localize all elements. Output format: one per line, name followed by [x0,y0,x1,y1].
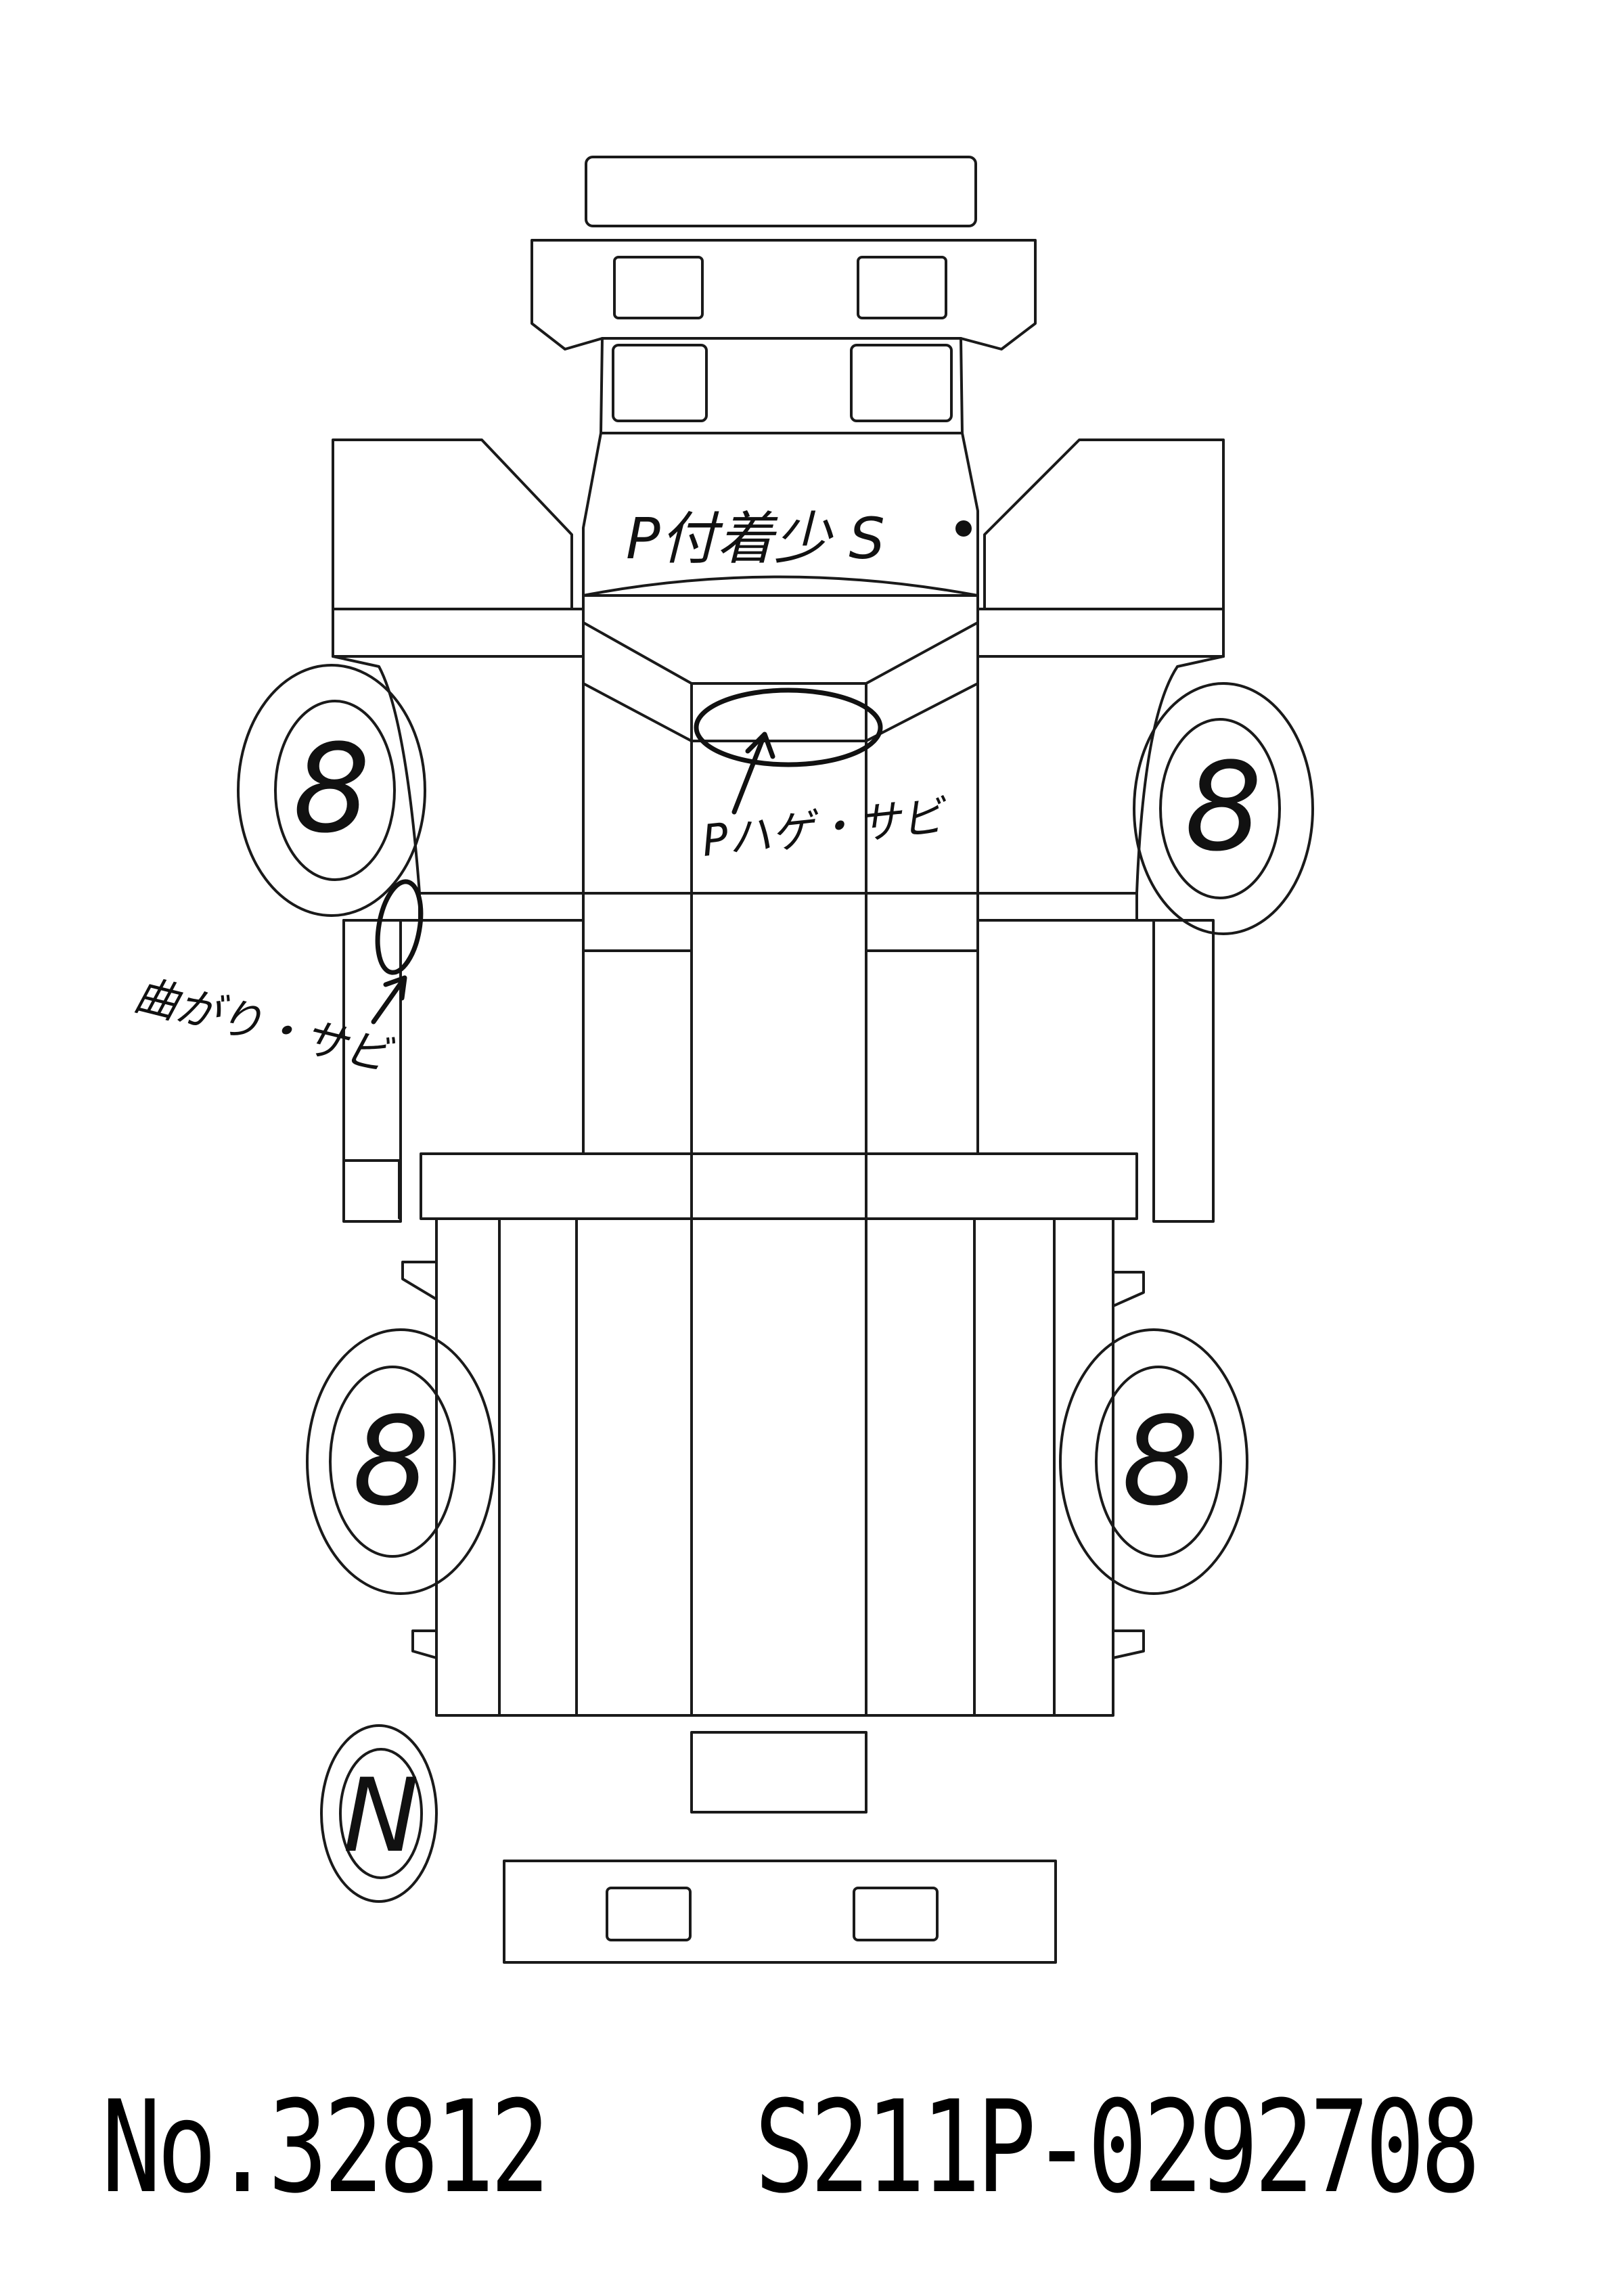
damage-arrow-left-side [371,975,407,1025]
rear-light-right [853,1887,939,1941]
tire-rear-right [1059,1328,1248,1595]
right-side-step [1152,919,1215,1223]
roof-dot [955,520,972,537]
rear-light-left [606,1887,692,1941]
tire-rear-left [306,1328,495,1595]
chassis-number: S211P-0292708 [754,2073,1481,2222]
roof-annotation: P付着少 S [626,505,885,572]
right-door-top [983,438,1225,610]
front-right-fender [1135,655,1225,1219]
rear-bumper [503,1860,1057,1964]
tire-front-right-mark: 8 [1185,737,1263,878]
windshield-panel-right [850,344,953,422]
tailgate-lamp-box [690,1731,867,1814]
tire-front-right [1133,682,1314,935]
tire-front-left [237,664,426,917]
cargo-bed [435,1217,1114,1717]
tire-rear-left-mark: 8 [353,1391,430,1533]
damage-circle-cab-back [694,688,883,767]
left-side-annotation: 曲がり・サビ [129,970,398,1083]
damage-circle-left-side [375,879,424,975]
windshield-panel-left [612,344,708,422]
left-door-top [332,438,573,610]
left-side-step [342,919,402,1223]
front-grille [531,239,1037,351]
front-bumper [585,156,977,227]
front-light-right [857,256,947,319]
tire-spare-mark: N [343,1757,419,1875]
front-light-left [613,256,704,319]
cab-back-panel [582,594,979,685]
tire-front-left-mark: 8 [293,719,371,860]
tire-spare [320,1724,438,1903]
cab-bottom-band [420,1152,1138,1220]
tire-rear-right-mark: 8 [1122,1391,1200,1533]
damage-arrow-cab-back [731,731,775,815]
roof-curve [582,575,979,597]
windshield [600,337,964,434]
lot-number: No.32812 [102,2073,550,2222]
